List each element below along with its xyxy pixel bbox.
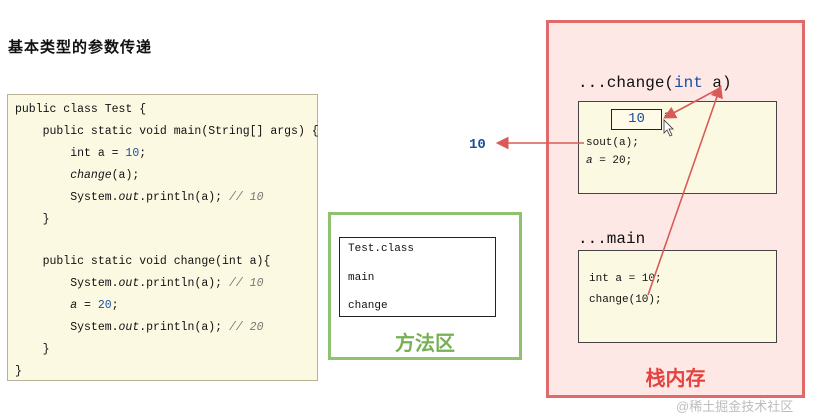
code-token: // 10 (228, 191, 264, 204)
method-area-item: change (348, 300, 388, 312)
code-line: a = 20; (15, 299, 119, 312)
code-token: } (15, 365, 22, 378)
code-token: } (15, 343, 50, 356)
code-token: .println(a); (139, 277, 229, 290)
code-line: public static void change(int a){ (15, 255, 271, 268)
code-line: System.out.println(a); // 10 (15, 277, 263, 290)
main-frame-title: ...main (578, 230, 646, 248)
frame-title-keyword: int (674, 74, 703, 92)
code-line: } (15, 343, 50, 356)
var-a: a (586, 155, 593, 167)
cursor-icon (663, 119, 674, 137)
stack-memory-label: 栈内存 (645, 368, 706, 390)
code-token: // 10 (228, 277, 264, 290)
code-line: System.out.println(a); // 20 (15, 321, 263, 334)
code-token: public static void change(int a){ (15, 255, 271, 268)
code-token: .println(a); (139, 321, 229, 334)
code-token: System. (15, 191, 119, 204)
code-token: ; (111, 299, 119, 312)
code-token: .println(a); (139, 191, 229, 204)
code-token: out (118, 277, 140, 290)
code-token: out (118, 191, 140, 204)
watermark: @稀土掘金技术社区 (676, 399, 794, 414)
code-token: public static void main(String[] args) { (15, 125, 319, 138)
main-frame (578, 250, 777, 343)
console-output: 10 (469, 137, 486, 153)
assign-rest: = 20; (592, 155, 633, 167)
code-token: public class Test { (15, 103, 147, 116)
code-token: 20 (97, 299, 112, 312)
code-token: System. (15, 277, 119, 290)
page-title: 基本类型的参数传递 (8, 39, 153, 56)
code-block: public class Test { public static void m… (7, 94, 319, 381)
code-token: out (118, 321, 140, 334)
code-line: } (15, 365, 22, 378)
method-area-item: Test.class (348, 243, 415, 255)
main-frame-line: int a = 10; (589, 273, 662, 285)
pass-arrow-main-to-param (647, 84, 723, 296)
code-line: } (15, 213, 50, 226)
code-line: public static void main(String[] args) { (15, 125, 319, 138)
code-token: ; (139, 147, 147, 160)
code-token: } (15, 213, 50, 226)
code-line: public class Test { (15, 103, 146, 116)
frame-title-prefix: ...change( (578, 74, 675, 92)
change-frame-line: a = 20; (586, 155, 632, 167)
method-area-label: 方法区 (395, 333, 455, 355)
code-line: change(a); (15, 169, 139, 182)
code-token: // 20 (228, 321, 264, 334)
code-token: System. (15, 321, 119, 334)
param-link-arrow (663, 87, 721, 119)
code-token: a (70, 299, 78, 312)
code-token: 10 (125, 147, 140, 160)
code-line: System.out.println(a); // 10 (15, 191, 263, 204)
method-area-item: main (348, 272, 375, 284)
code-token: change (70, 169, 112, 182)
code-line: int a = 10; (15, 147, 146, 160)
change-frame-line: sout(a); (586, 137, 639, 149)
class-file-box: Test.class main change (339, 237, 496, 317)
code-token: (a); (111, 169, 140, 182)
code-token: = (77, 299, 98, 312)
param-value-box: 10 (611, 109, 662, 130)
main-frame-line: change(10); (589, 294, 662, 306)
code-token: int a = (15, 147, 126, 160)
